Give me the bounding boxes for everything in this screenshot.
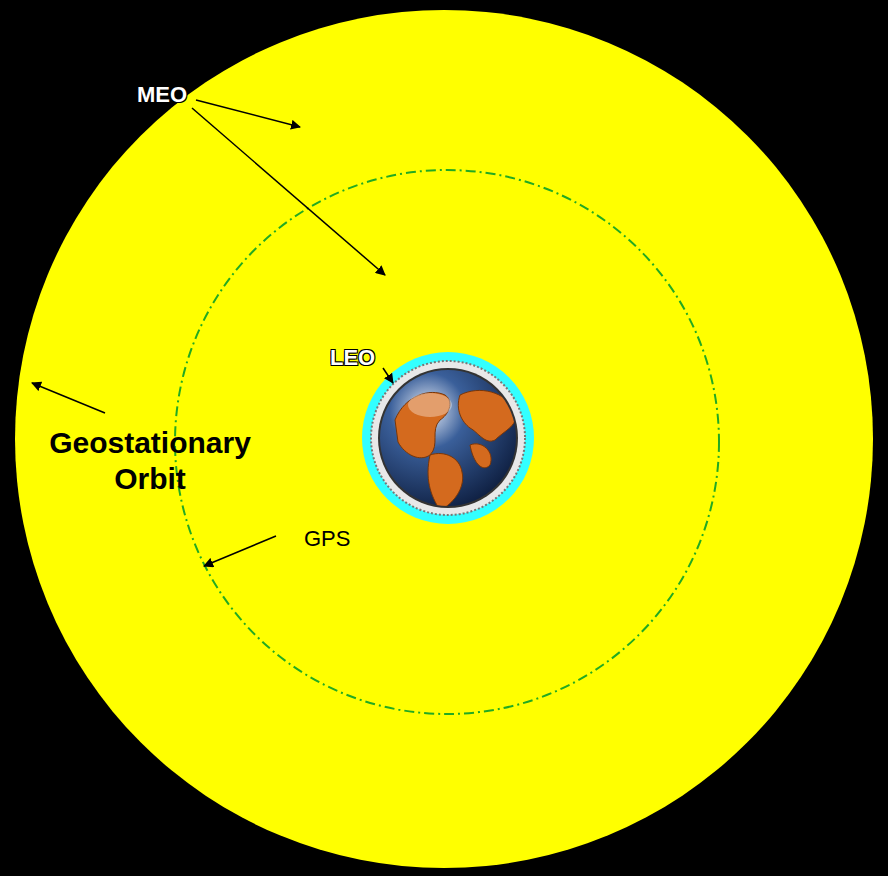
leader-line	[192, 108, 385, 275]
orbit-label: GPS	[304, 526, 350, 551]
orbit-label: LEO	[330, 345, 375, 370]
continents	[395, 390, 516, 510]
leo-ring	[371, 361, 525, 515]
orbit-label: Geostationary Orbit	[15, 425, 285, 497]
gps-orbit	[175, 170, 719, 714]
leader-line	[204, 536, 276, 566]
orbit-label: MEO	[137, 82, 187, 107]
leo-region	[362, 352, 534, 524]
leader-line	[383, 368, 393, 383]
earth-highlight	[408, 393, 452, 417]
meo-region	[15, 10, 873, 868]
leader-line	[32, 383, 105, 413]
leader-line	[196, 100, 300, 127]
